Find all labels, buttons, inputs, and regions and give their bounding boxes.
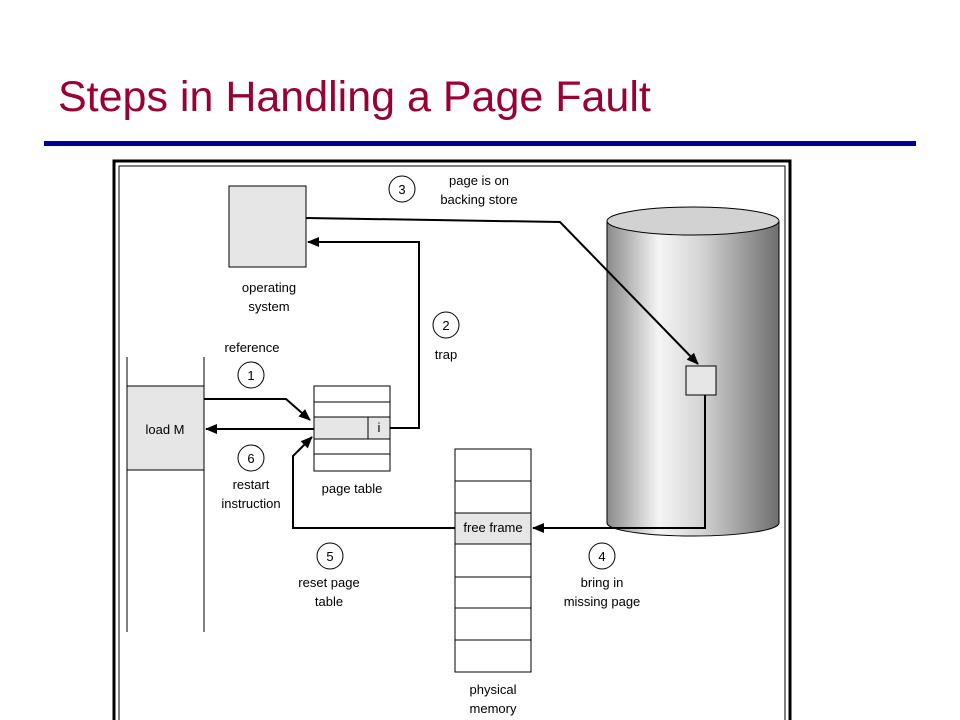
- step5-circle: [316, 542, 344, 570]
- load-instruction-label: load M: [145, 422, 184, 437]
- step4-label-1: bring in: [581, 575, 624, 590]
- free-frame-label: free frame: [463, 520, 522, 535]
- step1-label: reference: [225, 340, 280, 355]
- step6-circle: [237, 444, 265, 472]
- step6-number: 6: [247, 451, 254, 466]
- operating-system-label-2: system: [248, 299, 289, 314]
- step5-label-1: reset page: [298, 575, 359, 590]
- physical-memory-label-2: memory: [470, 701, 517, 716]
- step2-label: trap: [435, 347, 457, 362]
- step1-circle: [237, 361, 265, 389]
- missing-page-block: [685, 365, 717, 396]
- step2-circle: [432, 311, 460, 339]
- step2-number: 2: [442, 318, 449, 333]
- step5-number: 5: [326, 549, 333, 564]
- step6-label-1: restart: [233, 477, 270, 492]
- page-table-label: page table: [322, 481, 383, 496]
- step1-reference-arrow: [204, 398, 311, 421]
- step5-label-2: table: [315, 594, 343, 609]
- operating-system-label-1: operating: [242, 280, 296, 295]
- physical-memory-label-1: physical: [470, 682, 517, 697]
- title-divider: [44, 141, 916, 146]
- load-instruction-box: [126, 385, 205, 471]
- step3-number: 3: [398, 182, 405, 197]
- physical-memory: [454, 448, 532, 673]
- slide-title: Steps in Handling a Page Fault: [58, 73, 651, 121]
- step4-circle: [588, 542, 616, 570]
- step2-trap-arrow: [307, 237, 420, 429]
- figure-inner-frame: [118, 165, 786, 720]
- step1-number: 1: [247, 368, 254, 383]
- step3-circle: [388, 175, 416, 203]
- step3-backing-store-arrow: [305, 217, 699, 365]
- operating-system-box: [228, 185, 307, 268]
- step4-bring-in-arrow: [532, 395, 706, 533]
- step3-label-2: backing store: [440, 192, 517, 207]
- step4-number: 4: [598, 549, 605, 564]
- step6-label-2: instruction: [221, 496, 280, 511]
- step5-reset-arrow: [292, 436, 455, 529]
- step4-label-2: missing page: [564, 594, 641, 609]
- page-table: [313, 385, 391, 472]
- invalid-bit: i: [378, 420, 381, 435]
- step3-label-1: page is on: [449, 173, 509, 188]
